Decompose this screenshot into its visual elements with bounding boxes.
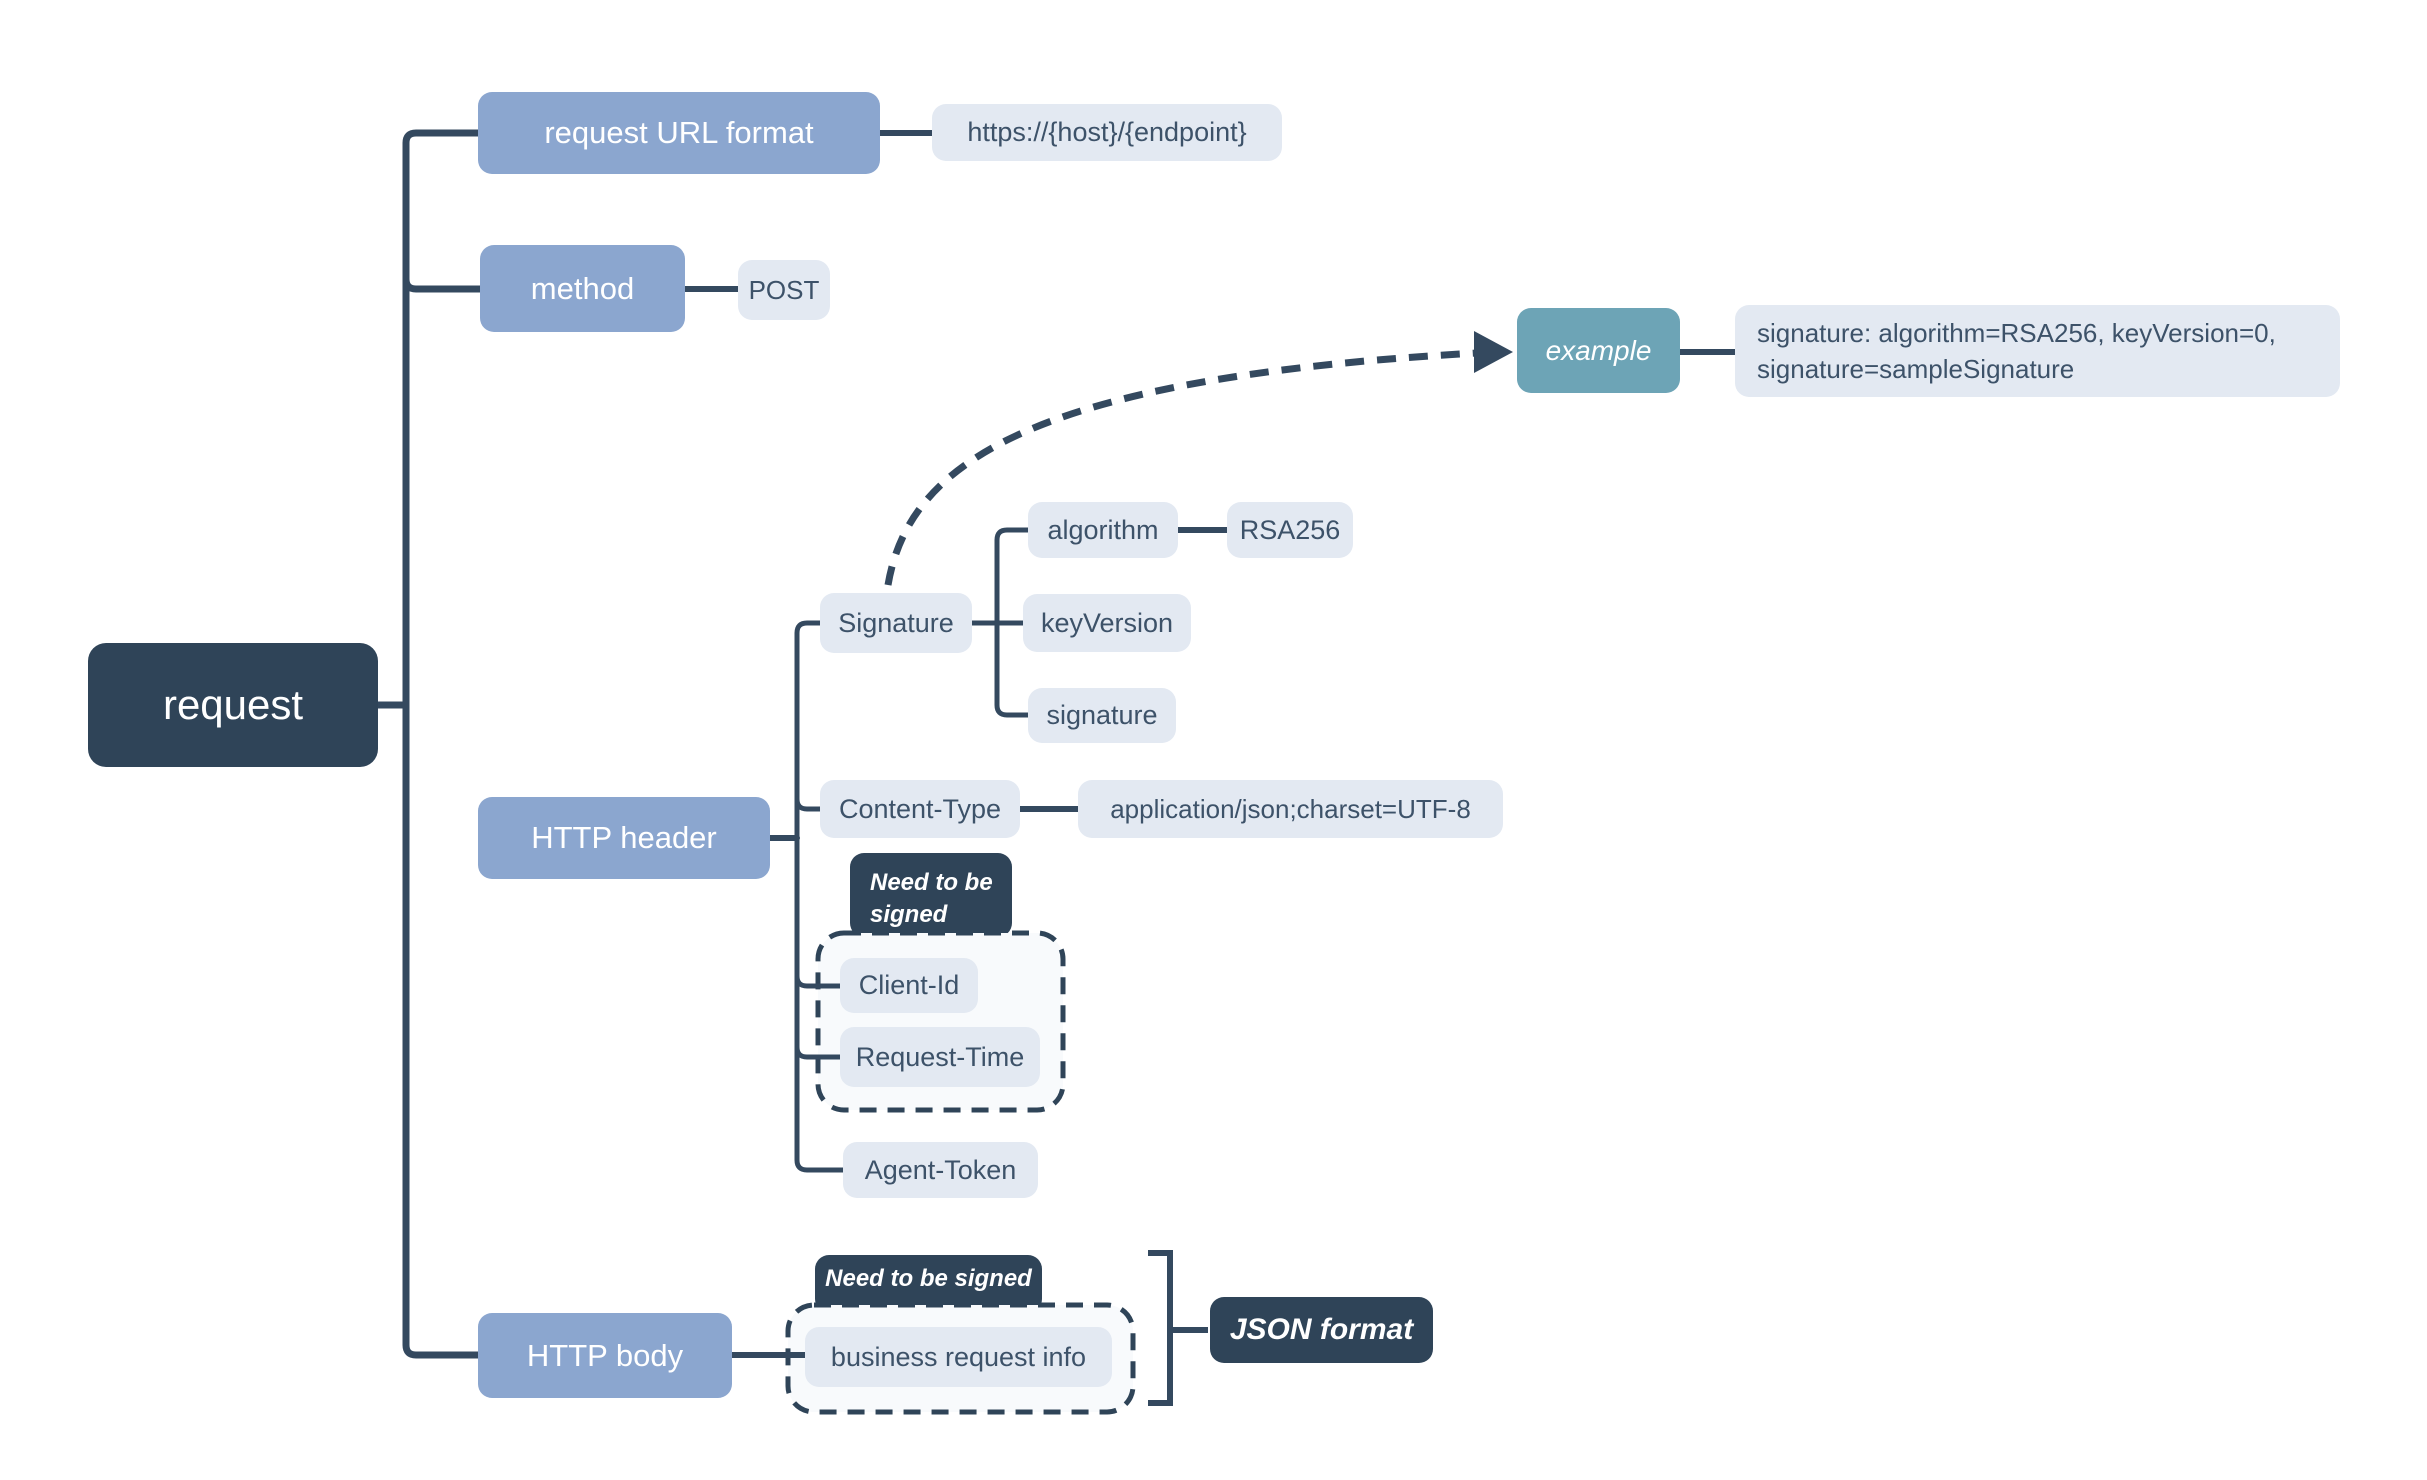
node-json-format[interactable]: JSON format (1210, 1297, 1433, 1363)
node-example[interactable]: example (1517, 308, 1680, 393)
node-request-url-format[interactable]: request URL format (478, 92, 880, 174)
node-algorithm[interactable]: algorithm (1028, 502, 1178, 558)
connector-header-subtrunk (794, 620, 846, 1173)
node-signature[interactable]: Signature (820, 593, 972, 653)
connector-content-type (794, 796, 823, 812)
node-rsa256-value[interactable]: RSA256 (1227, 502, 1353, 558)
connector-client-id (794, 973, 843, 989)
node-content-type[interactable]: Content-Type (820, 780, 1020, 838)
node-request-time[interactable]: Request-Time (840, 1027, 1040, 1087)
node-method[interactable]: method (480, 245, 685, 332)
connector-trunk (402, 129, 482, 1359)
node-request[interactable]: request (88, 643, 378, 767)
example-arrow (884, 349, 1479, 586)
node-client-id[interactable]: Client-Id (840, 958, 978, 1013)
connector-request-time (794, 1044, 843, 1060)
node-http-header[interactable]: HTTP header (478, 797, 770, 879)
signed-group-label-header[interactable]: Need to be signed (850, 853, 1012, 937)
node-signature-field[interactable]: signature (1028, 688, 1176, 743)
node-http-body[interactable]: HTTP body (478, 1313, 732, 1398)
node-content-type-value[interactable]: application/json;charset=UTF-8 (1078, 780, 1503, 838)
node-business-request-info[interactable]: business request info (805, 1327, 1112, 1387)
node-keyversion[interactable]: keyVersion (1023, 594, 1191, 652)
node-example-value[interactable]: signature: algorithm=RSA256, keyVersion=… (1735, 305, 2340, 397)
json-format-bracket (1148, 1250, 1173, 1406)
node-post-value[interactable]: POST (738, 260, 830, 320)
node-url-value[interactable]: https://{host}/{endpoint} (932, 104, 1282, 161)
connector-method (402, 275, 484, 293)
example-arrow-head (1474, 331, 1513, 373)
node-agent-token[interactable]: Agent-Token (843, 1142, 1038, 1198)
